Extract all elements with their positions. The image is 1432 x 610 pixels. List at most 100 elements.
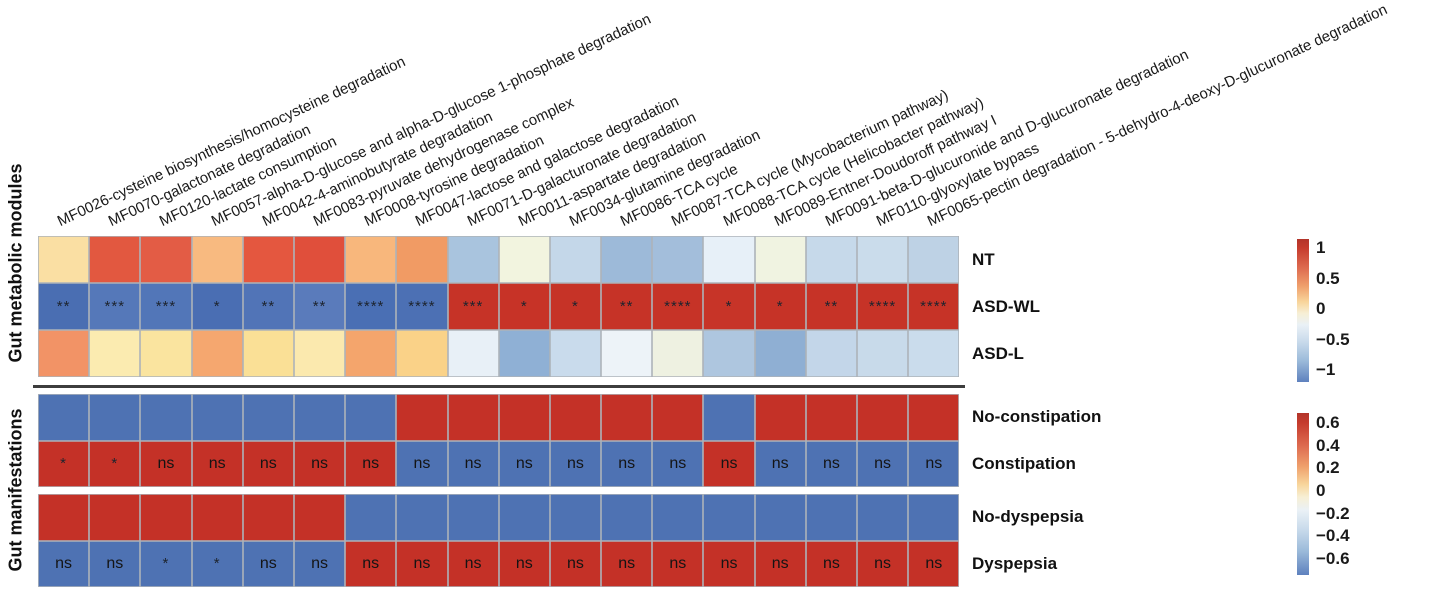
heatmap-cell: ns [908, 440, 960, 487]
heatmap-cell: ** [242, 283, 294, 330]
heatmap-cell: **** [345, 283, 397, 330]
significance-label: * [725, 298, 733, 315]
heatmap-cell: ns [908, 540, 960, 587]
heatmap-cell: ns [754, 540, 806, 587]
significance-label: ns [106, 554, 124, 572]
heatmap-cell: ns [601, 540, 653, 587]
heatmap-cell [549, 236, 602, 283]
heatmap-row-asd-l [38, 330, 960, 377]
heatmap-cell [191, 236, 243, 283]
heatmap-cell: ns [857, 540, 909, 587]
heatmap-cell: * [191, 283, 243, 330]
column-label: MF0091-beta-D-glucuronide and D-glucuron… [822, 46, 1192, 230]
row-label-nt: NT [972, 249, 995, 269]
heatmap-cell [396, 330, 448, 377]
colorbar-top [1297, 239, 1309, 382]
heatmap-cell [89, 494, 141, 541]
heatmap-cell: ns [447, 540, 499, 587]
heatmap-cell [498, 330, 550, 377]
heatmap-cell: ns [805, 440, 857, 487]
heatmap-cell: ns [140, 440, 192, 487]
significance-label: ns [925, 554, 943, 572]
heatmap-cell [601, 494, 653, 541]
heatmap-cell [498, 394, 550, 441]
significance-label: **** [868, 298, 897, 315]
heatmap-cell: ns [652, 540, 704, 587]
row-label-constipation: Constipation [972, 453, 1076, 473]
colorbar-tick-label: −0.5 [1316, 329, 1350, 349]
heatmap-cell [191, 330, 243, 377]
significance-label: ns [208, 454, 226, 472]
heatmap-cell [345, 330, 397, 377]
heatmap-cell [857, 394, 909, 441]
heatmap-cell: **** [857, 283, 909, 330]
section-divider-line [33, 384, 965, 388]
heatmap-cell: * [140, 540, 192, 587]
significance-label: ns [55, 554, 73, 572]
heatmap-cell: ** [805, 283, 857, 330]
heatmap-row-asd-wl: ****************************************… [38, 283, 960, 330]
heatmap-cell [38, 330, 90, 377]
heatmap-cell [345, 394, 397, 441]
colorbar-tick-label: −1 [1316, 360, 1336, 379]
heatmap-cell [601, 236, 653, 283]
heatmap-cell [908, 330, 960, 377]
row-label-no-dyspepsia: No-dyspepsia [972, 507, 1084, 527]
heatmap-cell [857, 236, 909, 283]
heatmap-cell [652, 494, 704, 541]
heatmap-cell [703, 236, 755, 283]
heatmap-cell: ns [805, 540, 857, 587]
heatmap-cell [703, 494, 755, 541]
significance-label: * [213, 298, 221, 315]
heatmap-cell [140, 394, 192, 441]
significance-label: ns [413, 454, 431, 472]
heatmap-cell [498, 236, 550, 283]
heatmap-cell: ns [242, 540, 294, 587]
significance-label: ns [515, 554, 533, 572]
colorbar-tick-label: −0.6 [1316, 549, 1350, 568]
significance-label: * [520, 298, 528, 315]
heatmap-cell: ns [89, 540, 141, 587]
heatmap-cell [754, 236, 806, 283]
heatmap-cell [447, 494, 499, 541]
heatmap-cell: ns [396, 540, 448, 587]
heatmap-cell [293, 494, 346, 541]
heatmap-cell [601, 330, 653, 377]
significance-label: ns [413, 554, 431, 572]
heatmap-row-no-dyspepsia [38, 494, 960, 541]
heatmap-cell [140, 236, 192, 283]
significance-label: ns [771, 454, 789, 472]
colorbar-tick-label: −0.2 [1316, 503, 1350, 523]
heatmap-cell: ns [652, 440, 704, 487]
heatmap-cell: ns [447, 440, 499, 487]
significance-label: ** [619, 298, 634, 315]
significance-label: * [776, 298, 784, 315]
heatmap-cell [293, 394, 346, 441]
heatmap-cell: ns [857, 440, 909, 487]
heatmap-cell: ns [345, 540, 397, 587]
heatmap-cell [89, 330, 141, 377]
heatmap-cell: ns [293, 440, 346, 487]
colorbar-bottom [1297, 413, 1309, 575]
significance-label: * [213, 555, 221, 573]
section-label-gut-manifestations: Gut manifestations [5, 408, 26, 572]
heatmap-cell [908, 494, 960, 541]
heatmap-row-no-constipation [38, 394, 960, 441]
colorbar-tick-label: 0 [1316, 299, 1326, 318]
section-label-gut-metabolic-modules: Gut metabolic modules [5, 163, 26, 363]
significance-label: ns [515, 454, 533, 472]
heatmap-cell [805, 330, 857, 377]
significance-label: ns [822, 554, 840, 572]
significance-label: ns [362, 554, 380, 572]
significance-label: ns [464, 454, 482, 472]
heatmap-cell: * [549, 283, 602, 330]
column-label: MF0065-pectin degradation - 5-dehydro-4-… [925, 1, 1391, 230]
heatmap-cell [447, 236, 499, 283]
heatmap-cell: ns [345, 440, 397, 487]
significance-label: ns [567, 454, 584, 472]
heatmap-cell [140, 330, 192, 377]
heatmap-cell: **** [652, 283, 704, 330]
